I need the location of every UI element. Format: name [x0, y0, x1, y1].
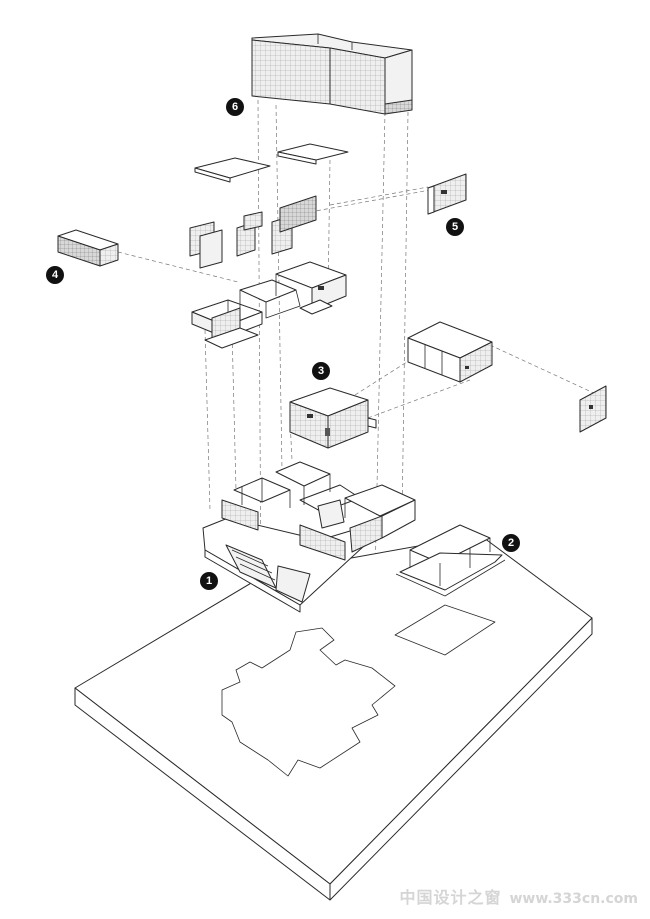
badge-3-text: 3	[318, 365, 324, 377]
upper-floor-assembly	[191, 261, 347, 349]
block-4	[57, 229, 119, 267]
badge-2-text: 2	[508, 537, 514, 549]
badge-6: 6	[226, 98, 244, 116]
badge-1: 1	[200, 572, 218, 590]
detached-panel	[579, 385, 607, 433]
badge-5: 5	[446, 218, 464, 236]
ground-floor-assembly	[202, 461, 416, 613]
badge-4-text: 4	[52, 269, 59, 281]
pavilion-assembly	[395, 524, 506, 597]
badge-6-text: 6	[232, 101, 238, 113]
middle-block-3	[289, 387, 377, 449]
watermark-cn: 中国设计之窗	[399, 888, 502, 907]
badge-4: 4	[46, 266, 64, 284]
top-block-6	[251, 33, 413, 115]
badge-3: 3	[312, 362, 330, 380]
badge-2: 2	[502, 534, 520, 552]
watermark-url: www.333cn.com	[509, 891, 638, 907]
badge-1-text: 1	[206, 575, 212, 587]
badge-5-text: 5	[452, 221, 458, 233]
right-block	[407, 321, 493, 383]
site-base-slab	[74, 534, 593, 901]
watermark: 中国设计之窗 www.333cn.com	[399, 884, 638, 908]
wall-panels	[189, 173, 467, 269]
roof-plates	[194, 143, 349, 183]
